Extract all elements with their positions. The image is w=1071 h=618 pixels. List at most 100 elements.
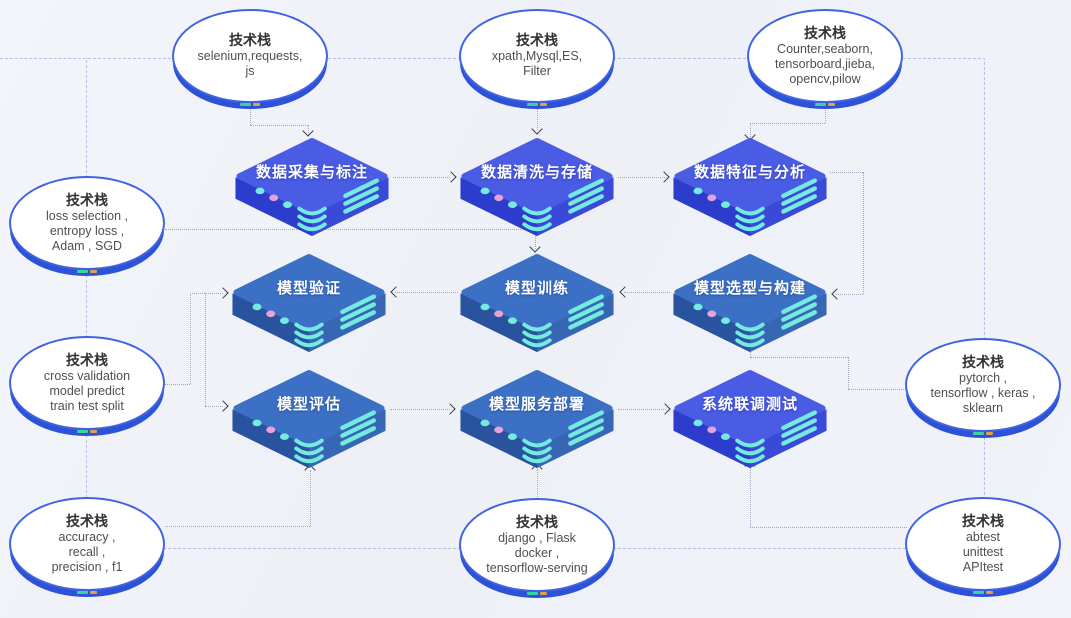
stack-node-crossval: 技术栈 cross validation model predict train… (9, 336, 165, 433)
stack-title: 技术栈 (66, 351, 108, 368)
connector-feature-to-select (830, 172, 863, 173)
stack-node-selenium: 技术栈 selenium,requests, js (172, 9, 328, 106)
stack-line: accuracy , (58, 529, 116, 544)
connector-loss-to-train (535, 229, 536, 249)
connector-counter-to-feature (825, 102, 826, 123)
stack-line: opencv,pilow (789, 72, 861, 87)
stack-node-django: 技术栈 django , Flask docker , tensorflow-s… (459, 498, 615, 595)
stack-line: entropy loss , (49, 223, 125, 238)
connector-pytorch-to-select (848, 357, 849, 389)
stack-line: tensorflow-serving (486, 561, 588, 576)
node-rim-marks (973, 591, 993, 594)
isometric-box-icon (671, 136, 829, 240)
connector-crossval-branch (165, 384, 190, 385)
frame-top-extension-line (0, 58, 86, 59)
connector-selenium-to-collect (250, 101, 251, 125)
stack-line: Counter,seaborn, (777, 41, 873, 56)
stack-title: 技术栈 (962, 512, 1004, 529)
stack-line: abtest (965, 529, 1001, 544)
isometric-box-icon (458, 136, 616, 240)
connector-deploy-to-systest (618, 409, 666, 410)
node-rim-marks (527, 103, 547, 106)
stack-line: model predict (49, 383, 125, 398)
module-data-cleaning: 数据清洗与存储 (458, 136, 616, 240)
connector-accuracy-to-evaluate (310, 470, 311, 526)
stack-node-accuracy: 技术栈 accuracy , recall , precision , f1 (9, 497, 165, 594)
module-model-validate: 模型验证 (230, 252, 388, 356)
module-model-evaluate: 模型评估 (230, 368, 388, 472)
stack-node-counter: 技术栈 Counter,seaborn, tensorboard,jieba, … (747, 9, 903, 106)
connector-accuracy-to-evaluate (165, 526, 310, 527)
stack-title: 技术栈 (516, 513, 558, 530)
connector-select-to-train (624, 292, 670, 293)
isometric-box-icon (230, 252, 388, 356)
stack-line: precision , f1 (51, 560, 123, 575)
node-rim-marks (815, 103, 835, 106)
module-model-deploy: 模型服务部署 (458, 368, 616, 472)
connector-selenium-to-collect (250, 125, 308, 126)
node-rim-marks (973, 432, 993, 435)
module-data-collection: 数据采集与标注 (233, 136, 391, 240)
connector-crossval-branch (190, 293, 191, 384)
stack-line: xpath,Mysql,ES, (491, 49, 583, 64)
isometric-box-icon (671, 368, 829, 472)
isometric-box-icon (233, 136, 391, 240)
node-rim-marks (240, 103, 260, 106)
stack-line: tensorflow , keras , (930, 385, 1036, 400)
isometric-box-icon (458, 368, 616, 472)
stack-line: selenium,requests, (197, 49, 303, 64)
isometric-box-icon (458, 252, 616, 356)
connector-evaluate-to-deploy (390, 409, 450, 410)
connector-collect-to-clean (393, 177, 450, 178)
stack-node-pytorch: 技术栈 pytorch , tensorflow , keras , sklea… (905, 338, 1061, 435)
stack-line: loss selection , (46, 208, 128, 223)
connector-crossval-to-validate (190, 293, 223, 294)
connector-abtest-to-systest (750, 527, 907, 528)
connector-pytorch-to-select (750, 347, 751, 357)
connector-loss-to-train (165, 229, 535, 230)
stack-line: sklearn (962, 401, 1004, 416)
stack-title: 技术栈 (66, 191, 108, 208)
module-system-test: 系统联调测试 (671, 368, 829, 472)
connector-feature-to-select (863, 172, 864, 294)
connector-abtest-to-systest (750, 466, 751, 527)
connector-feature-to-select (836, 294, 863, 295)
node-rim-marks (77, 430, 97, 433)
connector-counter-to-feature (750, 123, 751, 137)
stack-line: js (245, 64, 255, 79)
connector-selenium-to-collect (308, 125, 309, 135)
isometric-box-icon (230, 368, 388, 472)
connector-xpath-to-clean (537, 97, 538, 130)
connector-train-to-validate (395, 292, 458, 293)
stack-title: 技术栈 (804, 24, 846, 41)
module-data-feature: 数据特征与分析 (671, 136, 829, 240)
node-rim-marks (77, 270, 97, 273)
stack-title: 技术栈 (962, 353, 1004, 370)
stack-line: train test split (50, 399, 124, 414)
stack-line: tensorboard,jieba, (774, 56, 876, 71)
stack-line: Adam , SGD (51, 239, 123, 254)
isometric-box-icon (671, 252, 829, 356)
stack-title: 技术栈 (66, 512, 108, 529)
connector-crossval-to-evaluate (205, 406, 223, 407)
stack-node-loss: 技术栈 loss selection , entropy loss , Adam… (9, 176, 165, 273)
node-rim-marks (527, 592, 547, 595)
stack-line: django , Flask (498, 530, 576, 545)
stack-line: recall , (68, 544, 106, 559)
connector-pytorch-to-select (848, 389, 906, 390)
connector-counter-to-feature (750, 123, 825, 124)
module-model-select: 模型选型与构建 (671, 252, 829, 356)
stack-line: docker , (514, 545, 560, 560)
connector-pytorch-to-select (750, 357, 848, 358)
stack-title: 技术栈 (516, 32, 558, 49)
stack-title: 技术栈 (229, 32, 271, 49)
stack-node-abtest: 技术栈 abtest unittest APItest (905, 497, 1061, 594)
stack-line: cross validation (43, 368, 131, 383)
node-rim-marks (77, 591, 97, 594)
stack-line: APItest (962, 560, 1004, 575)
stack-line: pytorch , (959, 370, 1007, 385)
module-model-train: 模型训练 (458, 252, 616, 356)
stack-line: Filter (523, 64, 551, 79)
stack-node-xpath: 技术栈 xpath,Mysql,ES, Filter (459, 9, 615, 106)
stack-line: unittest (962, 544, 1004, 559)
